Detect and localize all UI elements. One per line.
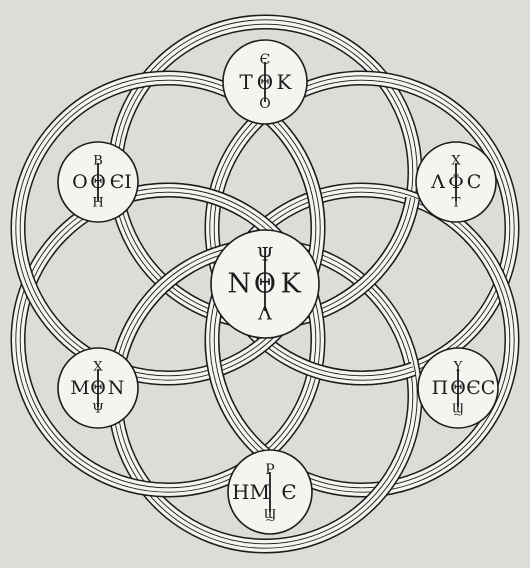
monogram-left-letter: Λ (430, 171, 445, 193)
monogram-center-letter: Θ (90, 377, 106, 399)
monogram-top-letter: P (265, 462, 274, 478)
monogram-right-letter: C (467, 171, 482, 193)
monogram-bottom-letter: T (452, 195, 461, 210)
monogram-right-letter: N (108, 377, 125, 399)
monogram-bottom-letter: Н (92, 195, 104, 210)
monogram-left-letter: T (239, 70, 253, 94)
monogram-left-letter: O (72, 171, 88, 193)
monogram-center-letter: Θ (450, 377, 466, 399)
monogram-center-letter: Φ (448, 171, 464, 193)
monogram-top-letter: X (93, 360, 103, 375)
monogram-left-letter: Π (432, 377, 449, 399)
monogram-medallion-bottom: P HM ЄϢ (228, 450, 312, 534)
monogram-left-letter: HM (232, 480, 270, 504)
monogram-top-letter: Є (260, 52, 271, 68)
monogram-top-letter: X (451, 154, 461, 169)
monogram-bottom-letter: Λ (257, 303, 272, 325)
monogram-top-letter: Y (453, 360, 463, 375)
monogram-right-letter: K (277, 70, 293, 94)
monogram-top-letter: B (93, 154, 103, 169)
monogram-bottom-letter: Ϣ (452, 401, 463, 416)
monogram-bottom-letter: O (259, 96, 270, 112)
monogram-center-letter: Θ (90, 171, 106, 193)
monogram-center-letter: Θ (257, 70, 273, 94)
monogram-left-letter: N (228, 269, 252, 300)
monogram-right-letter: ЄI (110, 171, 132, 193)
monogram-bottom-letter: Ψ (92, 401, 104, 416)
monogram-right-letter: K (281, 269, 302, 300)
monogram-top-letter: Ψ (257, 243, 274, 265)
monogram-right-letter: ЄC (466, 377, 495, 399)
monogram-left-letter: M (70, 377, 89, 399)
monogram-bottom-letter: Ϣ (264, 506, 276, 522)
monogram-center-letter: Θ (254, 269, 276, 300)
monogram-right-letter: Є (281, 480, 296, 504)
